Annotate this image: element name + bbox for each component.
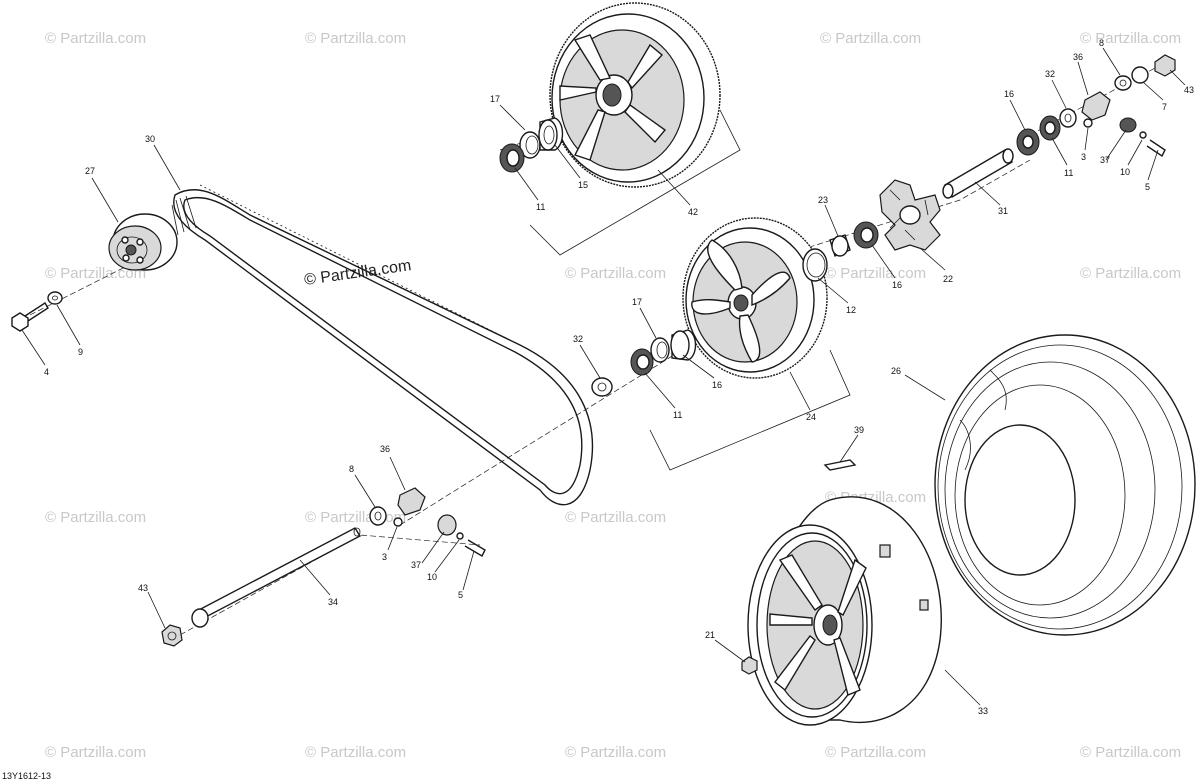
watermark: © Partzilla.com: [1080, 265, 1181, 282]
callout-11: 11: [536, 202, 545, 212]
watermark: © Partzilla.com: [305, 509, 406, 526]
tube-shaft: [942, 148, 1014, 199]
callout-16: 16: [1004, 89, 1014, 99]
washer-9: [47, 291, 63, 305]
bracket-lines: [529, 109, 851, 471]
callout-27: 27: [85, 166, 95, 176]
tire: [934, 334, 1196, 636]
watermark-layer: © Partzilla.com © Partzilla.com © Partzi…: [45, 30, 1181, 761]
callout-labels: 27 30 4 9 17 11 15 42 32 17 11 16 24 23 …: [44, 38, 1194, 716]
callout-21: 21: [705, 630, 715, 640]
large-gear: [549, 2, 721, 188]
callout-33: 33: [978, 706, 988, 716]
watermark: © Partzilla.com: [1080, 30, 1181, 47]
callout-8: 8: [1099, 38, 1104, 48]
hardware-upper-right: [1016, 54, 1176, 158]
callout-42: 42: [688, 207, 698, 217]
callout-24: 24: [806, 412, 816, 422]
callout-7: 7: [1162, 102, 1167, 112]
callout-26: 26: [891, 366, 901, 376]
callout-3: 3: [382, 552, 387, 562]
driven-gear: [682, 217, 828, 379]
tire-valve: [823, 459, 857, 471]
callout-5: 5: [1145, 182, 1150, 192]
callout-22: 22: [943, 274, 953, 284]
callout-23: 23: [818, 195, 828, 205]
callout-30: 30: [145, 134, 155, 144]
axle-shaft: [191, 527, 361, 628]
callout-10: 10: [1120, 167, 1130, 177]
rubber-damper: [879, 179, 941, 251]
watermark: © Partzilla.com: [305, 744, 406, 761]
callout-5: 5: [458, 590, 463, 600]
bolt-4: [11, 302, 49, 332]
callout-32: 32: [573, 334, 583, 344]
callout-9: 9: [78, 347, 83, 357]
callout-15: 15: [578, 180, 588, 190]
callout-31: 31: [998, 206, 1008, 216]
callout-16: 16: [712, 380, 722, 390]
drawing-code: 13Y1612-13: [2, 771, 51, 781]
bearing-set-upper: [499, 117, 564, 173]
callout-36: 36: [1073, 52, 1083, 62]
axle-nut: [161, 624, 183, 647]
callout-3: 3: [1081, 152, 1086, 162]
callout-17: 17: [490, 94, 500, 104]
small-pulley: [108, 213, 178, 271]
watermark: © Partzilla.com: [565, 265, 666, 282]
callout-36: 36: [380, 444, 390, 454]
wheel-rim: [747, 496, 942, 726]
watermark: © Partzilla.com: [825, 744, 926, 761]
callout-10: 10: [427, 572, 437, 582]
callout-34: 34: [328, 597, 338, 607]
hardware-lower-middle: [369, 487, 486, 557]
bearing-set-middle: [591, 329, 697, 397]
callout-16: 16: [892, 280, 902, 290]
callout-39: 39: [854, 425, 864, 435]
callout-17: 17: [632, 297, 642, 307]
watermark: © Partzilla.com: [45, 744, 146, 761]
watermark: © Partzilla.com: [1080, 744, 1181, 761]
bearing-set-right: [802, 221, 879, 282]
watermark: © Partzilla.com: [305, 30, 406, 47]
watermark: © Partzilla.com: [820, 30, 921, 47]
callout-43: 43: [1184, 85, 1194, 95]
callout-11: 11: [1064, 168, 1073, 178]
lug-nut: [741, 656, 758, 675]
watermark: © Partzilla.com: [825, 265, 926, 282]
callout-32: 32: [1045, 69, 1055, 79]
callout-8: 8: [349, 464, 354, 474]
drive-belt: [171, 184, 594, 506]
leader-lines: [21, 47, 1186, 706]
callout-4: 4: [44, 367, 49, 377]
watermark: © Partzilla.com: [45, 509, 146, 526]
watermark: © Partzilla.com: [45, 30, 146, 47]
callout-11: 11: [673, 410, 682, 420]
watermark: © Partzilla.com: [565, 744, 666, 761]
watermark: © Partzilla.com: [565, 509, 666, 526]
callout-37: 37: [411, 560, 421, 570]
callout-43: 43: [138, 583, 148, 593]
callout-12: 12: [846, 305, 856, 315]
callout-37: 37: [1100, 155, 1110, 165]
